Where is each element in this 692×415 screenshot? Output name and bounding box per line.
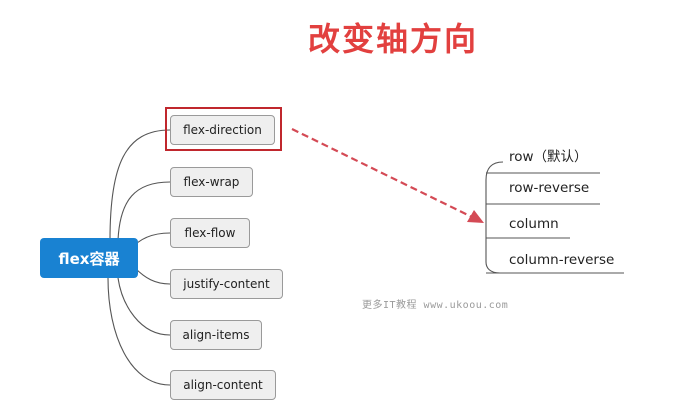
connector-align-items	[117, 277, 171, 336]
connector-justify-content	[134, 267, 171, 285]
dashed-arrow	[291, 128, 473, 218]
property-node-flex-wrap: flex-wrap	[170, 167, 253, 197]
value-column: column	[509, 216, 559, 232]
arrow-head-icon	[467, 210, 484, 223]
value-brace	[485, 161, 504, 274]
connector-align-content	[107, 277, 171, 386]
value-row: row（默认）	[509, 149, 588, 165]
page-title: 改变轴方向	[307, 20, 478, 58]
value-row-reverse: row-reverse	[509, 180, 590, 196]
property-node-align-items: align-items	[170, 320, 262, 350]
value-column-reverse: column-reverse	[509, 252, 615, 268]
property-node-align-content: align-content	[170, 370, 276, 400]
property-node-flex-direction: flex-direction	[170, 115, 275, 145]
watermark: 更多IT教程 www.ukoou.com	[362, 300, 509, 311]
connector-flex-direction	[109, 129, 171, 241]
highlight-box	[165, 107, 282, 151]
property-node-justify-content: justify-content	[170, 269, 283, 299]
root-node: flex容器	[40, 238, 138, 278]
connector-flex-wrap	[117, 181, 171, 241]
property-node-flex-flow: flex-flow	[170, 218, 250, 248]
